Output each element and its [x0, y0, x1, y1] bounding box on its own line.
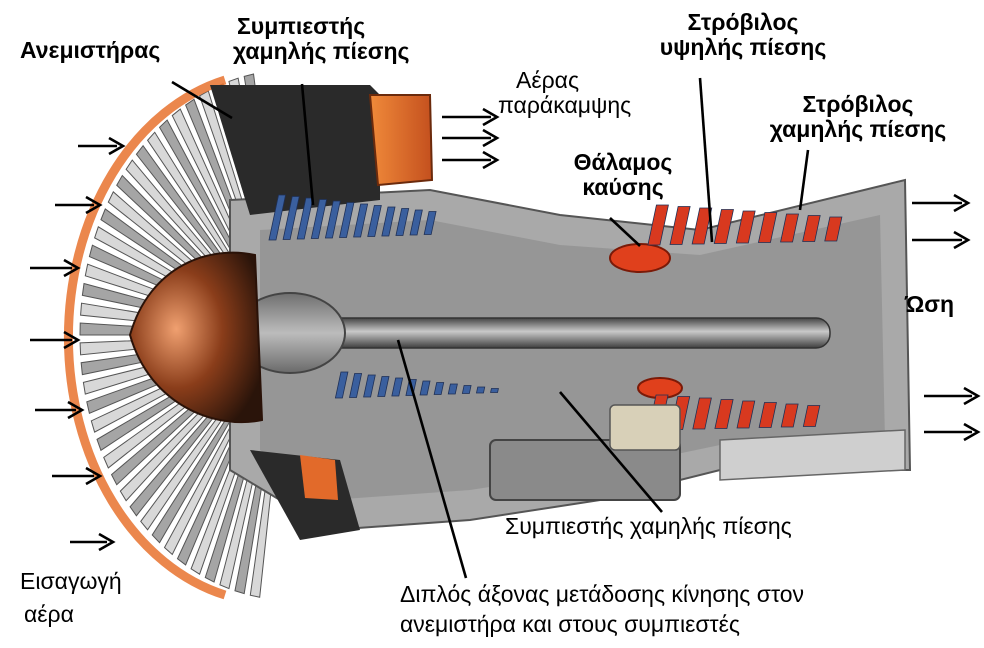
label-combustion-chamber-line1: Θάλαμος [548, 150, 698, 175]
label-dual-shaft-line1: Διπλός άξονας μετάδοσης κίνησης στον [400, 582, 804, 607]
label-thrust: Ώση [905, 292, 954, 317]
label-bypass-air-line1: Αέρας [490, 68, 700, 93]
label-lp-compressor-bottom: Συμπιεστής χαμηλής πίεσης [505, 514, 792, 539]
label-air-intake-line2: αέρα [20, 602, 122, 627]
label-combustion-chamber-line2: καύσης [548, 175, 698, 200]
label-combustion-chamber: Θάλαμος καύσης [548, 150, 698, 200]
label-lp-compressor-top-line2: χαμηλής πίεσης [233, 39, 410, 64]
accessory-unit [610, 405, 680, 450]
fan-casing-orange-top [370, 95, 432, 185]
label-air-intake: Εισαγωγή αέρα [20, 569, 122, 627]
fan-casing-orange-bottom [300, 455, 338, 500]
label-dual-shaft: Διπλός άξονας μετάδοσης κίνησης στον ανε… [400, 582, 804, 637]
label-lp-turbine-line2: χαμηλής πίεσης [738, 117, 978, 142]
label-lp-turbine-line1: Στρόβιλος [738, 92, 978, 117]
label-lp-compressor-top-line1: Συμπιεστής [233, 14, 410, 39]
compressor-blade [476, 387, 484, 393]
label-lp-compressor-top: Συμπιεστής χαμηλής πίεσης [233, 14, 410, 64]
compressor-blade [462, 386, 471, 394]
label-hp-turbine: Στρόβιλος υψηλής πίεσης [628, 10, 858, 60]
compressor-blade [491, 389, 499, 393]
label-dual-shaft-line2: ανεμιστήρα και στους συμπιεστές [400, 612, 804, 637]
combustion-chamber-shape [610, 244, 670, 272]
leader-lp-turbine [800, 150, 808, 210]
label-lp-turbine: Στρόβιλος χαμηλής πίεσης [738, 92, 978, 142]
label-hp-turbine-line1: Στρόβιλος [628, 10, 858, 35]
label-bypass-air-line2: παράκαμψης [490, 93, 700, 118]
label-bypass-air: Αέρας παράκαμψης [490, 68, 700, 118]
label-air-intake-line1: Εισαγωγή [20, 569, 122, 594]
label-hp-turbine-line2: υψηλής πίεσης [628, 35, 858, 60]
label-fan: Ανεμιστήρας [20, 38, 160, 63]
